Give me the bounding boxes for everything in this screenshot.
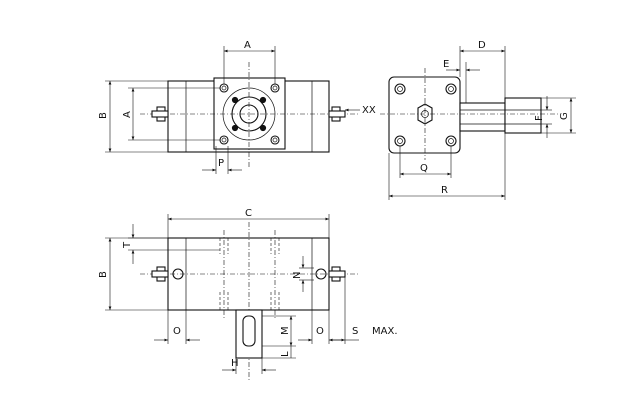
label-E: E — [443, 59, 449, 70]
front-hole — [219, 135, 229, 145]
label-G: G — [559, 112, 570, 120]
label-M: M — [280, 326, 291, 335]
label-T: T — [122, 241, 133, 249]
front-view: A B A P XX — [98, 40, 376, 174]
label-P: P — [218, 158, 224, 169]
front-hole — [270, 135, 280, 145]
label-D: D — [478, 40, 486, 51]
top-view: C B T N O O S MAX. — [98, 208, 398, 380]
label-F: F — [534, 115, 545, 121]
label-C: C — [245, 208, 252, 219]
top-shaft-key — [242, 315, 256, 347]
label-A-left: A — [122, 111, 133, 118]
label-B-front: B — [98, 112, 109, 119]
label-O-left: O — [173, 326, 181, 337]
label-S: S — [352, 326, 358, 337]
label-A-top: A — [244, 40, 251, 51]
label-R: R — [441, 185, 448, 196]
label-max: MAX. — [372, 326, 398, 337]
label-L: L — [280, 351, 291, 357]
side-view: D E F G Q R — [380, 40, 576, 200]
label-O-right: O — [316, 326, 324, 337]
label-XX: XX — [362, 105, 376, 116]
label-Q: Q — [420, 163, 428, 174]
side-shaft — [459, 102, 506, 132]
label-H: H — [231, 358, 239, 369]
label-N: N — [292, 272, 303, 279]
front-hole — [270, 83, 280, 93]
label-B-top: B — [98, 271, 109, 278]
front-hole — [219, 83, 229, 93]
